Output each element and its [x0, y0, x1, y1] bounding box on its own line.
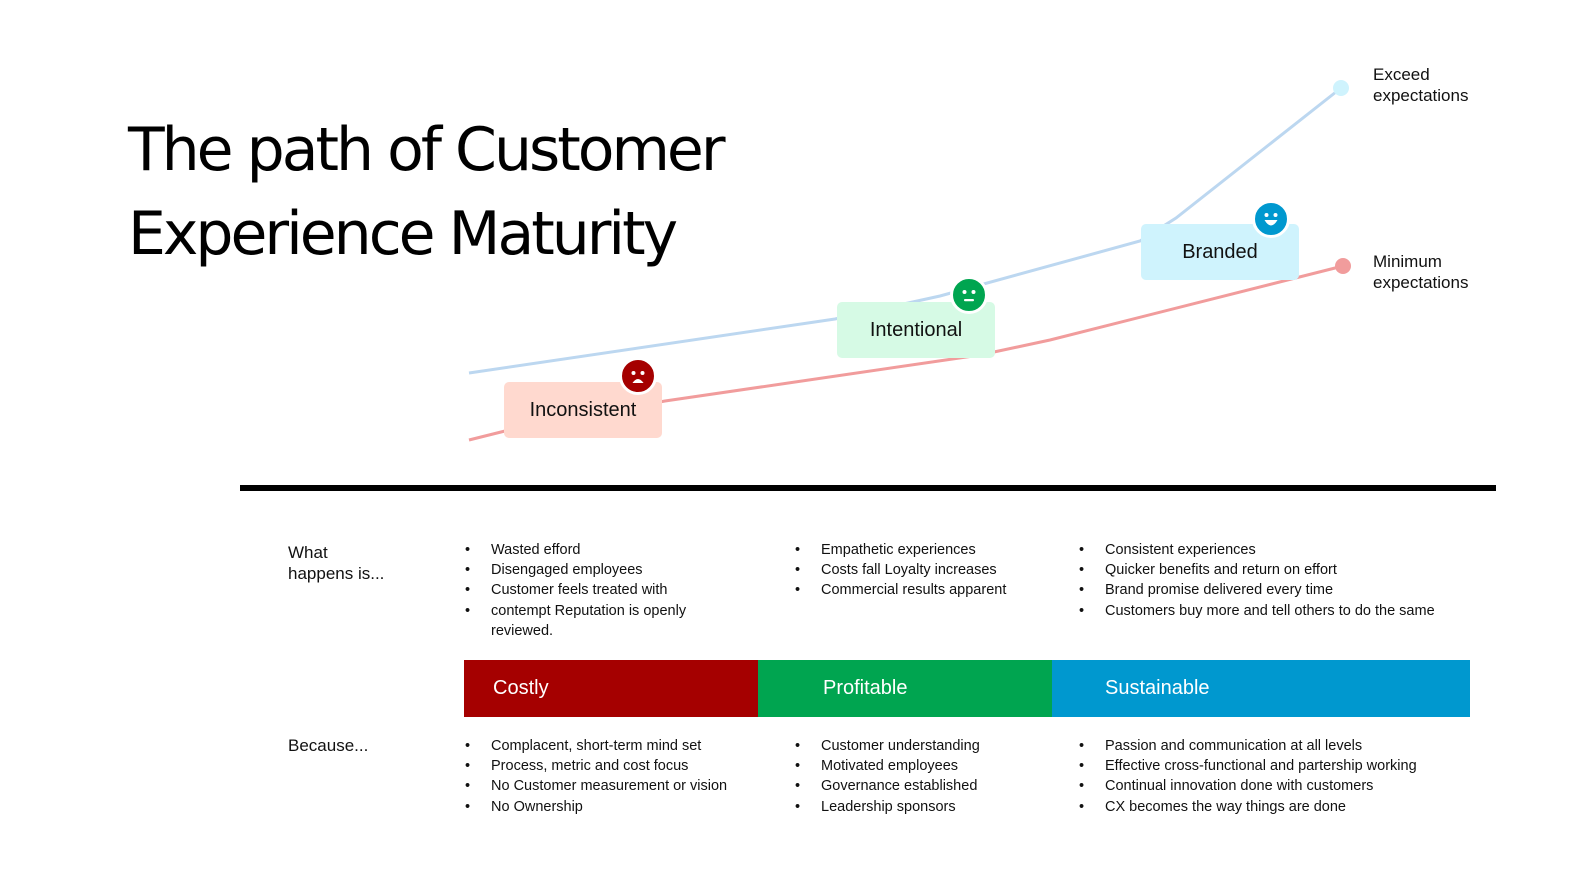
band-label: Costly — [493, 677, 549, 699]
list-item: Quicker benefits and return on effort — [1079, 560, 1499, 580]
happy-face-icon — [1252, 200, 1290, 238]
because-label: Because... — [288, 736, 369, 755]
list-item: Process, metric and cost focus — [465, 756, 765, 776]
list-item: Wasted efford — [465, 540, 735, 560]
list-item: Motivated employees — [795, 756, 1055, 776]
list-item: Customer understanding — [795, 736, 1055, 756]
what-happens-list-profitable: Empathetic experiencesCosts fall Loyalty… — [795, 540, 1055, 601]
title-line-1: The path of Customer — [128, 115, 725, 185]
neutral-face-icon — [950, 276, 988, 314]
sad-face-icon — [619, 357, 657, 395]
list-item: Customers buy more and tell others to do… — [1079, 601, 1499, 621]
list-item: Consistent experiences — [1079, 540, 1499, 560]
band-costly: Costly — [464, 660, 758, 717]
title-line-2: Experience Maturity — [128, 199, 678, 269]
list-item: Complacent, short-term mind set — [465, 736, 765, 756]
what-happens-list-costly: Wasted effordDisengaged employeesCustome… — [465, 540, 735, 641]
because-list-profitable: Customer understandingMotivated employee… — [795, 736, 1055, 817]
divider — [240, 485, 1496, 491]
stage-label: Branded — [1182, 240, 1258, 263]
band-label: Profitable — [823, 677, 908, 699]
because-list-sustainable: Passion and communication at all levelsE… — [1079, 736, 1499, 817]
list-item: Disengaged employees — [465, 560, 735, 580]
list-item: Leadership sponsors — [795, 797, 1055, 817]
list-item: Costs fall Loyalty increases — [795, 560, 1055, 580]
list-item: contempt Reputation is openly reviewed. — [465, 601, 735, 641]
band-sustainable: Sustainable — [1052, 660, 1470, 717]
band-label: Sustainable — [1105, 677, 1210, 699]
list-item: Empathetic experiences — [795, 540, 1055, 560]
minimum-expectations-dot — [1335, 258, 1351, 274]
exceed-expectations-line — [468, 86, 1342, 375]
list-item: No Ownership — [465, 797, 765, 817]
minimum-expectations-label: Minimum expectations — [1373, 252, 1469, 292]
stage-label: Inconsistent — [529, 398, 637, 421]
band-profitable: Profitable — [758, 660, 1052, 717]
exceed-expectations-dot — [1333, 80, 1349, 96]
list-item: Governance established — [795, 776, 1055, 796]
list-item: CX becomes the way things are done — [1079, 797, 1499, 817]
list-item: Customer feels treated with — [465, 580, 735, 600]
minimum-expectations-line — [468, 264, 1344, 442]
list-item: Passion and communication at all levels — [1079, 736, 1499, 756]
stage-label: Intentional — [869, 318, 963, 341]
list-item: No Customer measurement or vision — [465, 776, 765, 796]
page-title: The path of Customer Experience Maturity — [128, 108, 725, 276]
list-item: Commercial results apparent — [795, 580, 1055, 600]
list-item: Effective cross-functional and partershi… — [1079, 756, 1499, 776]
because-list-costly: Complacent, short-term mind setProcess, … — [465, 736, 765, 817]
what-happens-label: What happens is... — [288, 543, 385, 583]
what-happens-list-sustainable: Consistent experiencesQuicker benefits a… — [1079, 540, 1499, 621]
list-item: Brand promise delivered every time — [1079, 580, 1499, 600]
exceed-expectations-label: Exceed expectations — [1373, 65, 1469, 105]
list-item: Continual innovation done with customers — [1079, 776, 1499, 796]
